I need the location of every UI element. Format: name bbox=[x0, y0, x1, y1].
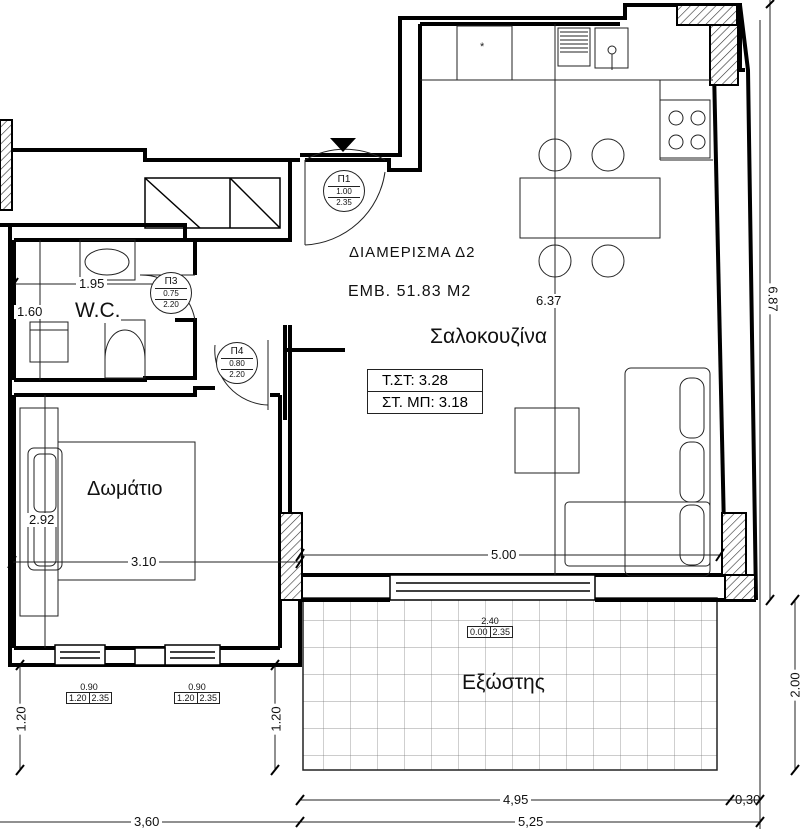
wall-column bbox=[279, 512, 303, 601]
dim-bottom-525: 5,25 bbox=[515, 815, 547, 829]
window-width: 0.90 bbox=[80, 682, 98, 692]
room-label-wc: W.C. bbox=[75, 299, 121, 323]
door-code: Π4 bbox=[230, 346, 244, 357]
window-sill: 1.20 bbox=[177, 693, 195, 703]
door-code: Π3 bbox=[164, 276, 178, 287]
door-height: 2.20 bbox=[221, 369, 253, 379]
window-height: 2.35 bbox=[196, 693, 220, 703]
stair-storage bbox=[144, 177, 281, 229]
door-height: 2.35 bbox=[328, 197, 360, 207]
window-tag-3: 2.40 0.00 2.35 bbox=[467, 616, 514, 638]
room-label-balcony: Εξώστης bbox=[462, 671, 545, 694]
wall-column bbox=[0, 119, 13, 211]
wall-column bbox=[709, 24, 739, 86]
door-width: 0.75 bbox=[155, 288, 187, 298]
slab-height-label: ΣΤ. ΜΠ: 3.18 bbox=[368, 391, 482, 413]
entrance-arrow-icon bbox=[330, 138, 356, 152]
window-tag-1: 0.90 1.20 2.35 bbox=[66, 682, 113, 704]
wc-fixtures bbox=[29, 239, 146, 379]
dim-bottom-495: 4,95 bbox=[500, 793, 532, 807]
dim-total-right: 6.87 bbox=[765, 283, 781, 315]
room-label-bedroom: Δωμάτιο bbox=[87, 478, 163, 500]
window-height: 2.35 bbox=[489, 627, 513, 637]
apartment-title: ΔΙΑΜΕΡΙΣΜΑ Δ2 bbox=[349, 244, 476, 261]
floor-info-box: Τ.ΣΤ: 3.28 ΣΤ. ΜΠ: 3.18 bbox=[367, 369, 483, 414]
dim-left-sill-1: 1.20 bbox=[14, 703, 29, 735]
door-tag-p4: Π4 0.80 2.20 bbox=[216, 342, 258, 384]
wall-column bbox=[676, 4, 738, 26]
door-width: 0.80 bbox=[221, 358, 253, 368]
svg-text:*: * bbox=[480, 41, 485, 53]
dim-left-sill-2: 1.20 bbox=[269, 703, 284, 735]
coffee-table bbox=[514, 407, 580, 474]
window-height: 2.35 bbox=[88, 693, 112, 703]
door-code: Π1 bbox=[337, 174, 351, 185]
door-tag-p3: Π3 0.75 2.20 bbox=[150, 272, 192, 314]
window-sill: 1.20 bbox=[69, 693, 87, 703]
dim-bedroom-width: 3.10 bbox=[128, 555, 160, 569]
dim-bedroom-depth: 2.92 bbox=[26, 513, 58, 527]
window-width: 0.90 bbox=[188, 682, 206, 692]
door-height: 2.20 bbox=[155, 299, 187, 309]
floor-height-label: Τ.ΣΤ: 3.28 bbox=[382, 372, 448, 389]
room-label-living-kitchen: Σαλοκουζίνα bbox=[430, 325, 547, 348]
apartment-area: ΕΜΒ. 51.83 Μ2 bbox=[348, 283, 472, 300]
door-tag-p1: Π1 1.00 2.35 bbox=[323, 170, 365, 212]
sofa bbox=[564, 367, 711, 577]
door-width: 1.00 bbox=[328, 186, 360, 196]
dim-wc-depth: 1.60 bbox=[14, 305, 46, 319]
dim-living-width: 5.00 bbox=[488, 548, 520, 562]
dim-wc-width: 1.95 bbox=[76, 277, 108, 291]
window-sill: 0.00 bbox=[470, 627, 488, 637]
wall-column bbox=[724, 574, 756, 601]
windows bbox=[54, 574, 596, 666]
dim-bottom-360: 3,60 bbox=[131, 815, 163, 829]
dining-table bbox=[519, 138, 661, 278]
dimension-ticks bbox=[7, 0, 800, 828]
dim-bottom-030: 0,30 bbox=[735, 792, 761, 807]
dim-living-depth: 6.37 bbox=[533, 294, 565, 308]
window-tag-2: 0.90 1.20 2.35 bbox=[174, 682, 221, 704]
window-width: 2.40 bbox=[481, 616, 499, 626]
dim-balcony-right: 2.00 bbox=[788, 669, 800, 701]
wall-column bbox=[721, 512, 747, 576]
